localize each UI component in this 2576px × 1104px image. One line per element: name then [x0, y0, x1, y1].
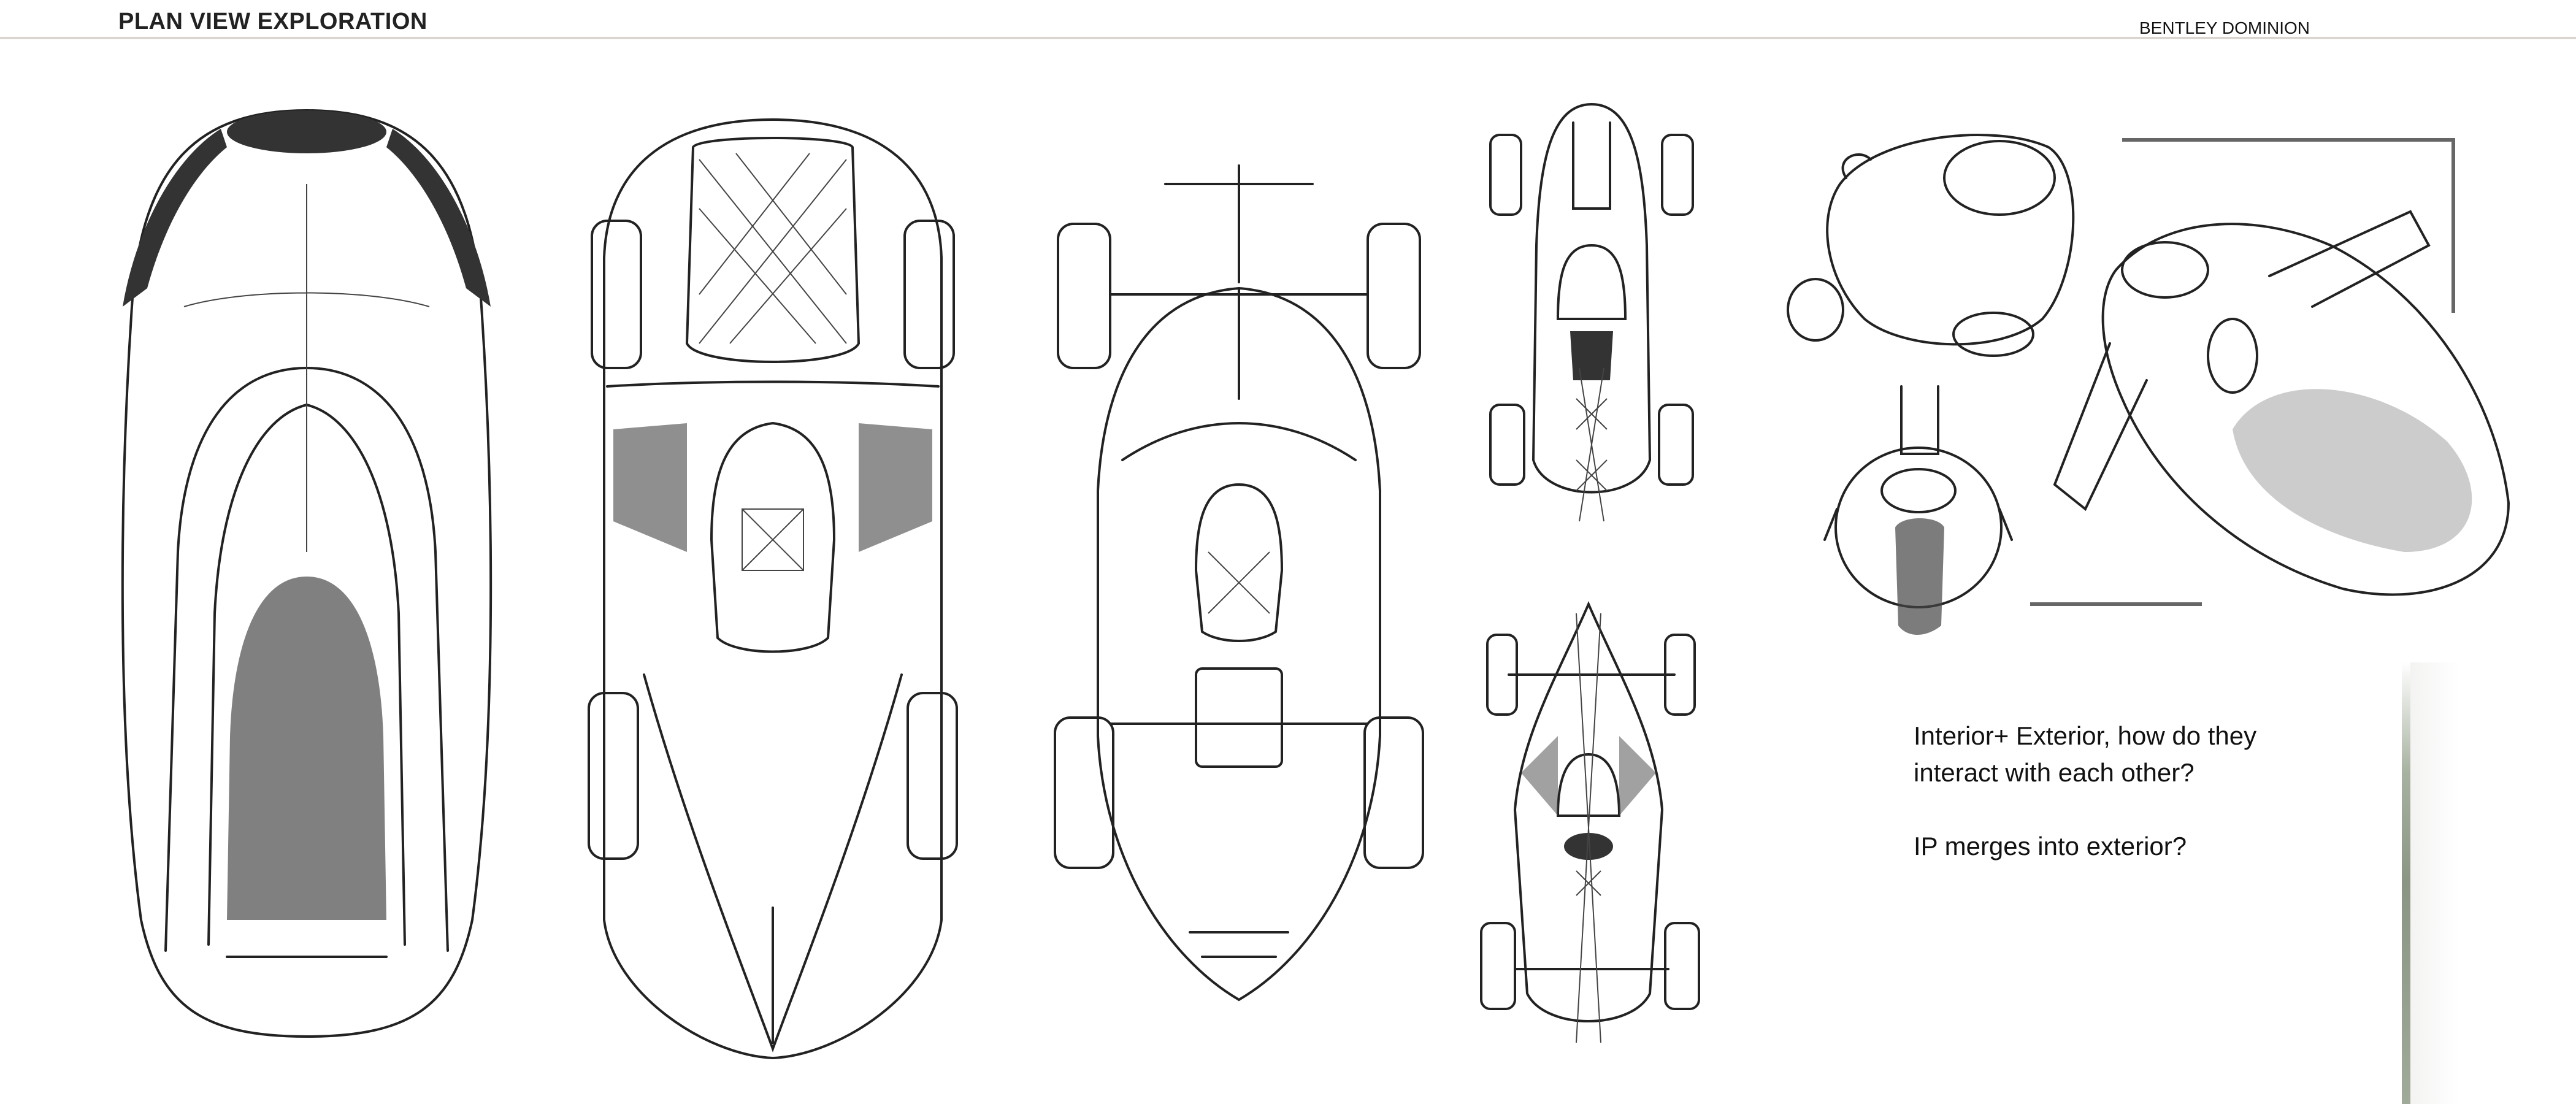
interior-sketch-large: [2053, 210, 2510, 596]
bracket-lines: [2030, 138, 2455, 606]
car-sketch-2: [588, 118, 958, 1060]
car-sketch-1: [121, 109, 493, 1038]
accent-bar: [2402, 662, 2410, 1104]
car-sketch-4: [1489, 102, 1694, 522]
design-notes: Interior+ Exterior, how do they interact…: [1914, 718, 2343, 902]
interior-sketch-top-left: [1787, 134, 2075, 357]
project-name: BENTLEY DOMINION: [2139, 18, 2310, 37]
note-ip-merge: IP merges into exterior?: [1914, 832, 2187, 861]
car-sketch-5: [1480, 600, 1700, 1043]
header-divider: [0, 37, 2576, 39]
page-title: PLAN VIEW EXPLORATION: [118, 9, 427, 34]
car-sketch-3: [1054, 164, 1424, 1002]
edge-shading: [2410, 662, 2459, 1104]
note-interior-exterior: Interior+ Exterior, how do they interact…: [1914, 721, 2257, 787]
interior-sketch-center: [1823, 385, 2013, 635]
